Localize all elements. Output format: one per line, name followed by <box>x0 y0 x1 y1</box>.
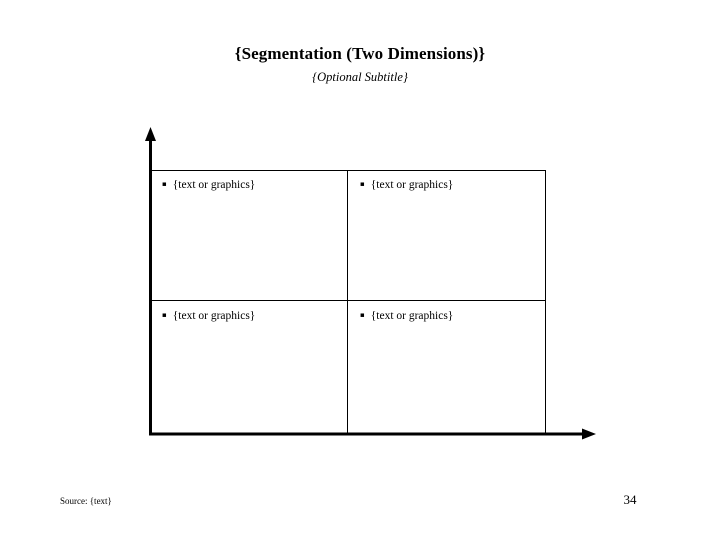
quadrant-top-right[interactable]: ▪ {text or graphics} <box>348 170 545 300</box>
quadrant-bottom-right[interactable]: ▪ {text or graphics} <box>348 301 545 434</box>
quadrant-bottom-left[interactable]: ▪ {text or graphics} <box>150 301 347 434</box>
y-axis-arrowhead <box>145 127 156 141</box>
square-bullet-icon: ▪ <box>162 180 167 188</box>
bullet-item: ▪ {text or graphics} <box>162 309 255 324</box>
bullet-item: ▪ {text or graphics} <box>360 309 453 324</box>
matrix-column-divider <box>347 170 348 434</box>
segmentation-matrix: ▪ {text or graphics} ▪ {text or graphics… <box>150 170 546 434</box>
page-title: {Segmentation (Two Dimensions)} <box>234 44 486 63</box>
bullet-item: ▪ {text or graphics} <box>360 178 453 193</box>
matrix-row-divider <box>150 300 546 301</box>
x-axis-arrowhead <box>582 428 596 440</box>
square-bullet-icon: ▪ <box>360 311 365 319</box>
quadrant-top-left[interactable]: ▪ {text or graphics} <box>150 170 347 300</box>
quadrant-top-right-text: {text or graphics} <box>370 179 454 191</box>
quadrant-top-left-text: {text or graphics} <box>172 179 256 191</box>
square-bullet-icon: ▪ <box>162 311 167 319</box>
quadrant-bottom-left-text: {text or graphics} <box>172 310 256 322</box>
matrix-top-border <box>150 170 546 171</box>
page-number: 34 <box>623 492 637 507</box>
quadrant-bottom-right-text: {text or graphics} <box>370 310 454 322</box>
matrix-right-border <box>545 170 546 434</box>
source-note: Source: {text} <box>60 496 112 506</box>
square-bullet-icon: ▪ <box>360 180 365 188</box>
page-subtitle: {Optional Subtitle} <box>312 70 408 84</box>
bullet-item: ▪ {text or graphics} <box>162 178 255 193</box>
